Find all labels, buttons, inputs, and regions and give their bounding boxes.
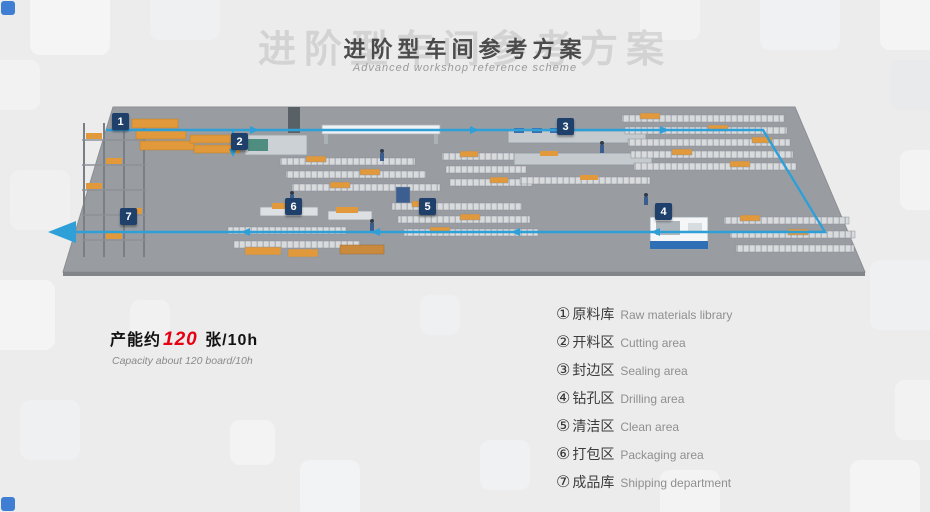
mosaic-tile [0,280,55,350]
legend-label-cn: 原料库 [572,306,615,322]
mosaic-tile [420,295,460,335]
legend-item-sealing: ③ 封边区 Sealing area [556,360,732,388]
page-subtitle: Advanced workshop reference scheme [352,62,578,74]
right-lower-conveyors [723,214,856,253]
workshop-diagram [48,106,866,276]
legend-label-cn: 开料区 [572,334,615,350]
legend-number: ⑥ [556,446,571,463]
legend-item-packaging: ⑥ 打包区 Packaging area [556,444,732,472]
capacity-english: Capacity about 120 board/10h [112,355,253,367]
station-badge-3: 3 [557,118,574,135]
legend: ① 原料库 Raw materials library ② 开料区 Cuttin… [556,304,732,500]
legend-number: ⑤ [556,418,571,435]
legend-number: ⑦ [556,474,571,491]
legend-label-cn: 钻孔区 [572,390,615,406]
mid-conveyors [279,150,533,192]
legend-label-en: Shipping department [620,476,732,490]
corner-accent-bottom-icon [1,497,15,511]
station-badge-7: 7 [120,208,137,225]
legend-item-shipping: ⑦ 成品库 Shipping department [556,472,732,500]
capacity-suffix: 张/10h [205,332,259,349]
mosaic-tile [230,420,275,465]
mosaic-tile [760,0,840,50]
mosaic-tile [870,260,930,330]
station-badge-6: 6 [285,198,302,215]
mosaic-tile [895,380,930,440]
mosaic-tile [660,470,720,512]
shipping-conveyors [227,226,385,258]
corner-accent-top-icon [1,1,15,15]
mosaic-tile [850,460,920,512]
legend-item-clean: ⑤ 清洁区 Clean area [556,416,732,444]
legend-number: ② [556,334,571,351]
station-badge-1: 1 [112,113,129,130]
mosaic-tile [30,0,110,55]
page-title: 进阶型车间参考方案 [343,37,587,62]
mosaic-tile [20,400,80,460]
legend-label-en: Raw materials library [620,308,733,322]
mosaic-tile [130,300,170,340]
station-badge-5: 5 [419,198,436,215]
legend-label-en: Packaging area [620,448,704,462]
legend-label-cn: 成品库 [572,474,615,490]
station-badge-2: 2 [231,133,248,150]
exit-arrow-icon [48,221,76,243]
title-echo-text: 进阶型车间参考方案 [257,29,672,71]
legend-label-cn: 清洁区 [572,418,615,434]
legend-item-drilling: ④ 钻孔区 Drilling area [556,388,732,416]
mosaic-tile [300,460,360,512]
legend-label-en: Sealing area [620,364,688,378]
legend-number: ③ [556,362,571,379]
capacity-prefix: 产能约 [110,332,162,349]
pallet-stacks [131,118,241,154]
mosaic-tile [880,0,930,50]
legend-number: ④ [556,390,571,407]
legend-label-en: Clean area [620,420,680,434]
legend-label-en: Drilling area [620,392,685,406]
mosaic-tile [640,0,700,40]
mosaic-tile [10,170,70,230]
mosaic-tile [0,60,40,110]
capacity-value: 120 [163,329,198,350]
legend-label-cn: 打包区 [572,446,615,462]
mosaic-tile [480,440,530,490]
flow-path [48,126,828,243]
legend-item-cutting: ② 开料区 Cutting area [556,332,732,360]
mosaic-tile [900,150,930,210]
workers [290,141,648,231]
legend-number: ① [556,306,571,323]
mosaic-tile [890,60,930,110]
station-badge-4: 4 [655,203,672,220]
legend-item-raw-materials: ① 原料库 Raw materials library [556,304,732,332]
legend-label-cn: 封边区 [572,362,615,378]
sealing-machines [507,128,653,185]
mosaic-tile [150,0,220,40]
legend-label-en: Cutting area [620,336,686,350]
